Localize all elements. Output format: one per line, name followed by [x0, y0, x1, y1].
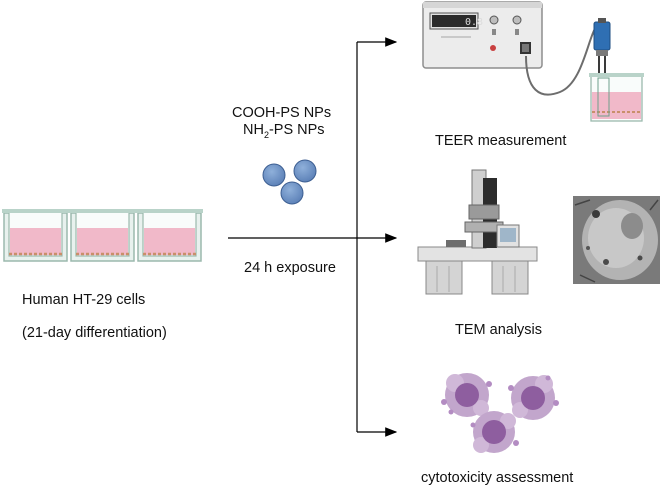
cells-label: Human HT-29 cells — [22, 292, 146, 308]
transwell-plate-3 — [136, 209, 203, 262]
cytotoxicity-label: cytotoxicity assessment — [421, 470, 574, 486]
transwell-plate-1 — [2, 209, 69, 262]
cytotoxic-cells-icon — [441, 373, 559, 453]
cooh-ps-np-label: COOH-PS NPs — [232, 105, 332, 121]
exposure-label: 24 h exposure — [244, 260, 336, 276]
teer-electrode-and-well-icon — [589, 18, 644, 122]
teer-label: TEER measurement — [435, 133, 567, 149]
cell-bottom — [470, 411, 519, 453]
cell-right — [508, 375, 559, 420]
electron-microscope-icon — [417, 169, 538, 295]
tem-micrograph-image — [573, 196, 660, 284]
teer-meter-icon: 0.8 — [422, 1, 601, 96]
cell-left — [441, 373, 492, 417]
meter-display-value: 0.8 — [465, 17, 483, 28]
nanoparticles-icon — [262, 159, 317, 205]
nh2-prefix: NH — [243, 122, 264, 138]
differentiation-label: (21-day differentiation) — [22, 325, 167, 341]
nh2-suffix: -PS NPs — [268, 122, 325, 138]
tem-label: TEM analysis — [455, 322, 543, 338]
transwell-plate-2 — [69, 209, 136, 262]
nh2-subscript: 2 — [263, 129, 269, 140]
nh2-ps-np-label: NH2-PS NPs — [243, 122, 325, 140]
workflow-arrows — [228, 37, 398, 437]
